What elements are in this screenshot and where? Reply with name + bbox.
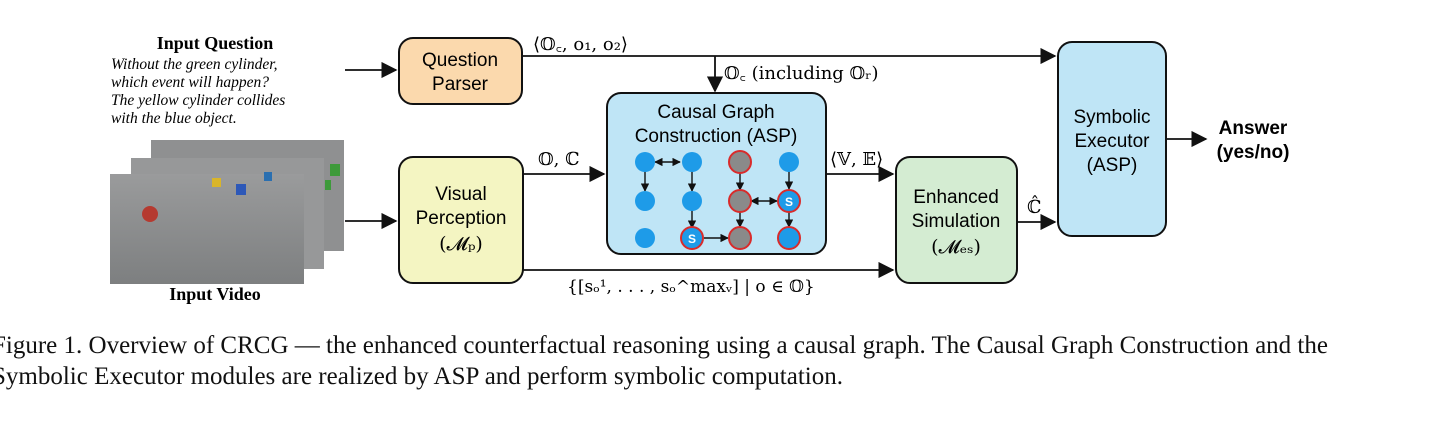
- question-line: with the blue object.: [111, 110, 237, 127]
- graph-edges: [640, 157, 794, 243]
- graph-node: [635, 228, 655, 248]
- edge-label-simulation-to-executor: ℂ̂: [1027, 194, 1041, 218]
- blue-object: [264, 172, 272, 181]
- diagram: Input Question Without the green cylinde…: [110, 33, 1290, 304]
- graph-node: [682, 191, 702, 211]
- input-video: Input Video: [110, 140, 344, 304]
- visual-perception-box: Visual Perception (𝓜ₚ): [398, 156, 524, 284]
- answer: Answer (yes/no): [1217, 118, 1290, 163]
- graph-node: [635, 152, 655, 172]
- graph-node: [728, 226, 752, 250]
- causal-graph-label: Causal Graph: [657, 102, 774, 123]
- graph-node: [682, 152, 702, 172]
- edge-label-parser-to-graph: 𝕆꜀ (including 𝕆ᵣ): [724, 63, 879, 84]
- graph-node: [635, 191, 655, 211]
- video-frame: [110, 172, 304, 284]
- visual-perception-label: Visual: [435, 184, 486, 205]
- input-video-title: Input Video: [169, 284, 261, 304]
- input-question-title: Input Question: [157, 33, 274, 53]
- graph-node: [728, 189, 752, 213]
- enhanced-simulation-label: Simulation: [912, 211, 1001, 232]
- graph-node-s-label: S: [688, 232, 696, 246]
- visual-perception-label: Perception: [416, 208, 507, 229]
- question-line: which event will happen?: [111, 74, 269, 91]
- yellow-cylinder: [212, 178, 221, 187]
- caption-line: Symbolic Executor modules are realized b…: [0, 363, 843, 390]
- edge-label-graph-to-simulation: ⟨𝕍, 𝔼⟩: [830, 149, 883, 170]
- symbolic-executor-box: Symbolic Executor (ASP): [1057, 41, 1167, 237]
- causal-graph-box: Causal Graph Construction (ASP) S: [606, 92, 827, 255]
- question-parser-label: Parser: [432, 74, 489, 95]
- edge-label-perception-to-simulation: {[sₒ¹, . . . , sₒ^maxᵥ] | o ∈ 𝕆}: [567, 277, 815, 297]
- visual-perception-label: (𝓜ₚ): [439, 233, 483, 255]
- question-parser-box: Question Parser: [398, 37, 523, 105]
- causal-graph-label: Construction (ASP): [635, 126, 798, 147]
- graph-node: [779, 152, 799, 172]
- blue-cylinder: [236, 184, 246, 195]
- symbolic-executor-label: Executor: [1075, 131, 1151, 152]
- input-question: Input Question Without the green cylinde…: [111, 33, 285, 127]
- enhanced-simulation-label: Enhanced: [913, 187, 999, 208]
- enhanced-simulation-label: (𝓜ₑₛ): [931, 236, 981, 258]
- graph-node: [777, 226, 801, 250]
- question-line: Without the green cylinder,: [111, 56, 277, 73]
- graph-node-s: S: [777, 189, 801, 213]
- edge-label-parser-output: ⟨𝕆꜀, o₁, o₂⟩: [533, 34, 628, 55]
- graph-node-s: S: [680, 226, 704, 250]
- caption-line: Figure 1. Overview of CRCG — the enhance…: [0, 332, 1328, 359]
- answer-label: Answer: [1219, 118, 1288, 139]
- graph-node-s-label: S: [785, 195, 793, 209]
- graph-node: [728, 150, 752, 174]
- question-line: The yellow cylinder collides: [111, 92, 285, 109]
- symbolic-executor-label: Symbolic: [1073, 107, 1150, 128]
- figure-caption: Figure 1. Overview of CRCG — the enhance…: [0, 330, 1455, 392]
- symbolic-executor-label: (ASP): [1087, 155, 1138, 176]
- enhanced-simulation-box: Enhanced Simulation (𝓜ₑₛ): [895, 156, 1018, 284]
- answer-label: (yes/no): [1217, 142, 1290, 163]
- question-parser-label: Question: [422, 50, 498, 71]
- edge-label-perception-to-graph: 𝕆, ℂ: [538, 149, 579, 170]
- red-sphere: [142, 206, 158, 222]
